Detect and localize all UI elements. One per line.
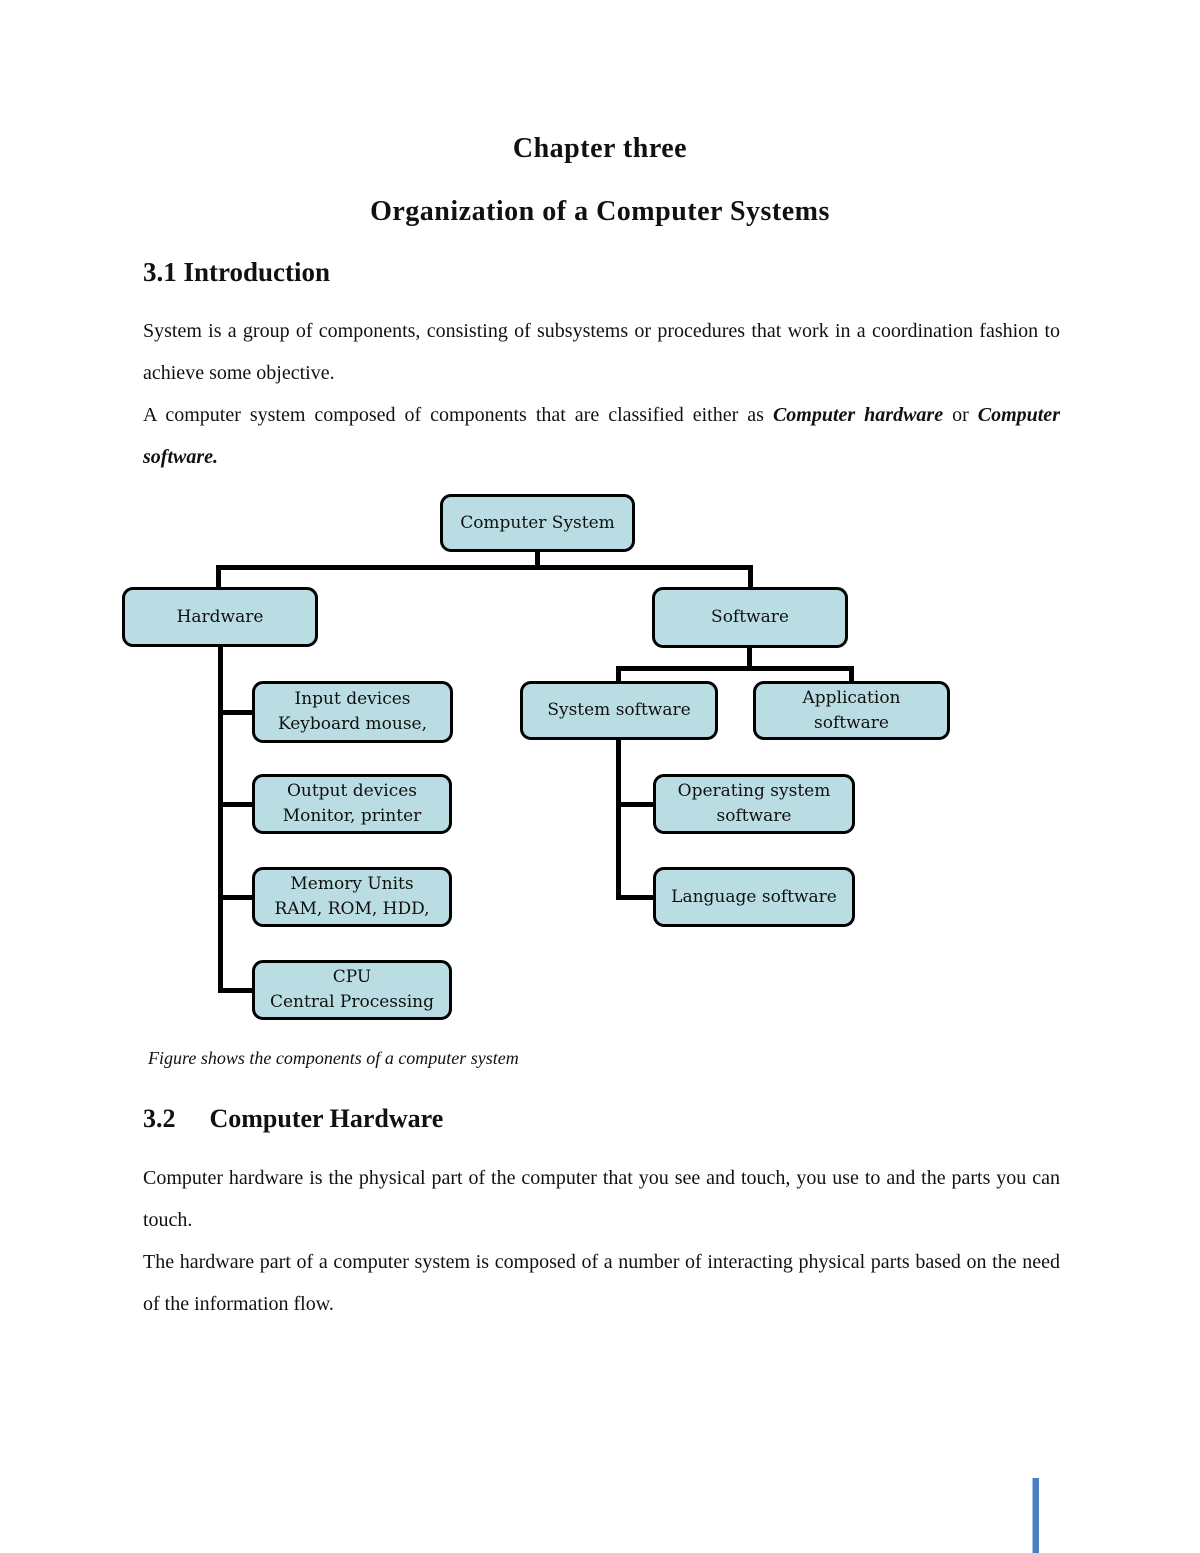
diagram-box-computer-system: Computer System: [440, 494, 635, 552]
diagram-box-label: Software: [711, 607, 789, 627]
diagram-box-label: Operating system: [677, 781, 831, 801]
connector-line: [218, 988, 254, 993]
chapter-title: Chapter three: [512, 133, 688, 164]
diagram-box-label: Memory Units: [290, 874, 414, 894]
intro-paragraph-1: System is a group of components, consist…: [143, 320, 1060, 384]
connector-line: [218, 710, 254, 715]
diagram-box-input-devices: Input devices Keyboard mouse,: [252, 681, 453, 743]
intro-paragraph-2: A computer system composed of components…: [143, 394, 1060, 478]
connector-line: [616, 738, 621, 900]
diagram-box-label: Monitor, printer: [282, 806, 422, 826]
diagram-box-label: Keyboard mouse,: [277, 714, 428, 734]
diagram-box-label: software: [814, 712, 889, 733]
connector-line: [747, 646, 752, 670]
diagram-box-label: Computer System: [460, 512, 615, 533]
diagram-box-label: Input devices: [294, 689, 411, 709]
chapter-subtitle: Organization of a Computer Systems: [370, 196, 830, 227]
diagram-box-label: Application: [802, 687, 901, 708]
connector-line: [216, 565, 753, 570]
diagram-box-operating-system-software: Operating system software: [653, 774, 855, 834]
diagram-box-system-software: System software: [520, 681, 718, 740]
diagram-box-hardware: Hardware: [122, 587, 318, 647]
computer-software-term: Computer software.: [143, 404, 1060, 468]
figure-caption: Figure shows the components of a compute…: [148, 1048, 519, 1068]
hardware-paragraph-2: The hardware part of a computer system i…: [143, 1251, 1060, 1315]
connector-line: [616, 666, 621, 683]
diagram-box-label: RAM, ROM, HDD,: [274, 899, 430, 919]
section-3-2-heading: 3.2 Computer Hardware: [143, 1103, 1200, 1135]
diagram-box-label: Output devices: [286, 781, 418, 801]
hardware-paragraph-1: Computer hardware is the physical part o…: [143, 1167, 1060, 1231]
connector-line: [218, 802, 254, 807]
diagram-box-label: software: [716, 806, 792, 826]
intro-paragraph-2-prefix: A computer system composed of components…: [143, 404, 773, 426]
connector-line: [748, 565, 753, 589]
computer-hardware-term: Computer hardware: [772, 404, 944, 426]
diagram-box-application-software: Application software: [753, 681, 950, 740]
section-3-1-heading: 3.1 Introduction: [143, 257, 331, 287]
diagram-box-cpu: CPU Central Processing: [252, 960, 452, 1020]
page-border-accent: [1032, 1478, 1039, 1553]
diagram-box-label: System software: [547, 700, 691, 720]
section-title: Computer Hardware: [209, 1104, 444, 1133]
connector-line: [216, 565, 221, 589]
computer-system-diagram: Computer System Hardware Software Input …: [0, 492, 1200, 1037]
connector-line: [616, 895, 656, 900]
diagram-box-language-software: Language software: [653, 867, 855, 927]
diagram-box-label: CPU: [332, 967, 372, 987]
connector-line: [616, 666, 854, 671]
connector-line: [218, 645, 223, 993]
diagram-box-label: Hardware: [176, 606, 264, 627]
diagram-box-label: Central Processing: [269, 992, 435, 1012]
diagram-box-label: Language software: [671, 886, 837, 907]
connector-line: [535, 550, 540, 569]
connector-line: [849, 666, 854, 683]
intro-paragraph-2-middle: or: [943, 404, 978, 426]
section-number: 3.2: [143, 1104, 176, 1133]
connector-line: [616, 802, 656, 807]
diagram-box-memory-units: Memory Units RAM, ROM, HDD,: [252, 867, 452, 927]
diagram-box-software: Software: [652, 587, 848, 648]
connector-line: [218, 895, 254, 900]
diagram-box-output-devices: Output devices Monitor, printer: [252, 774, 452, 834]
